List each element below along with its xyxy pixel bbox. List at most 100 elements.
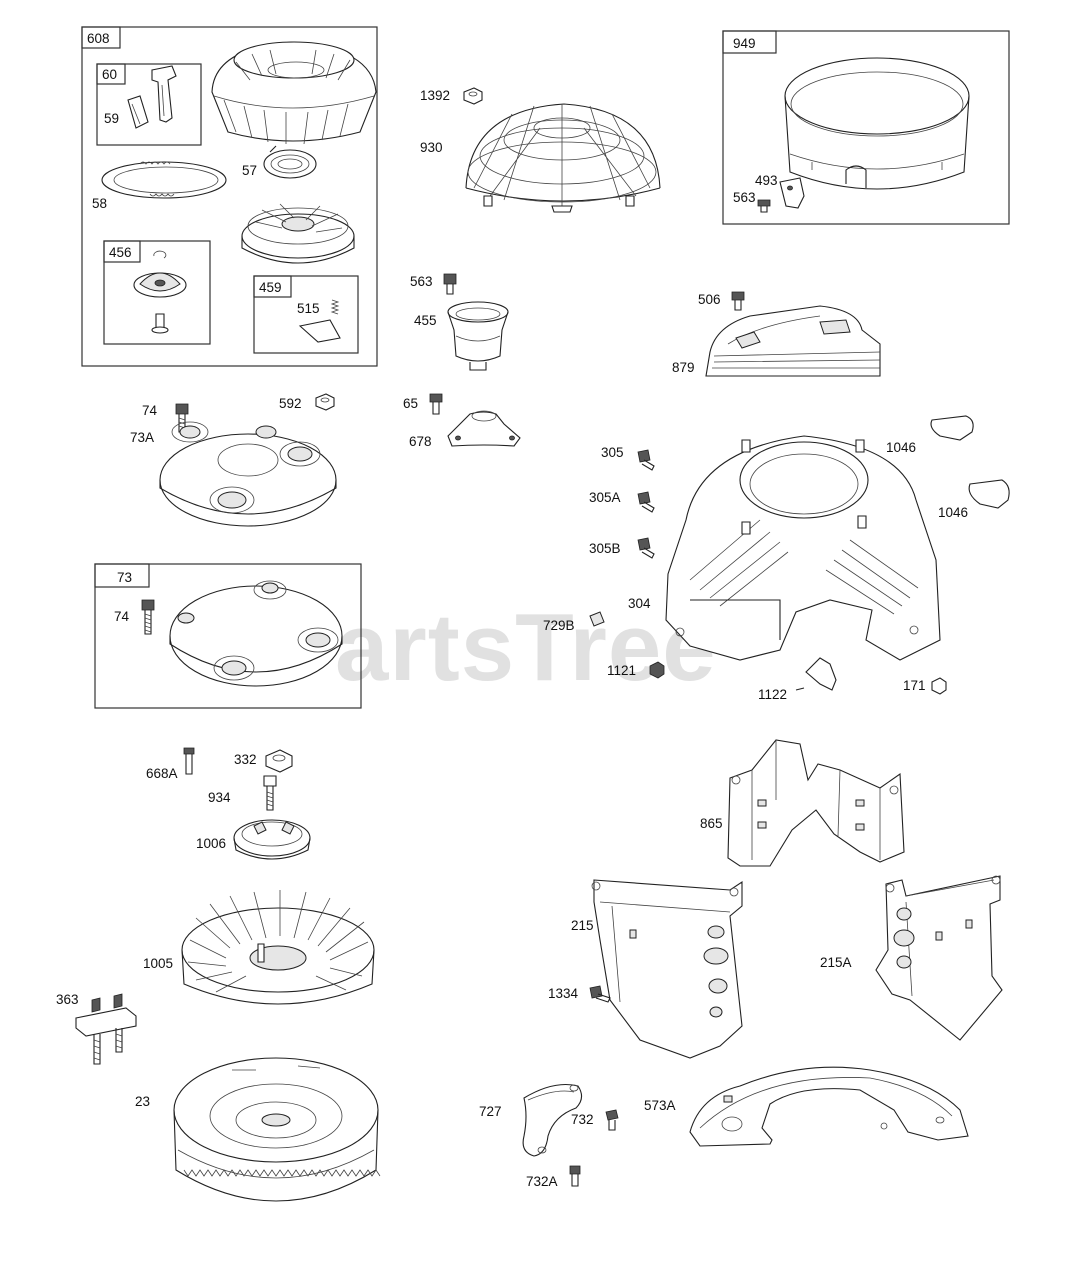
- part-debris-screen-930[interactable]: [465, 103, 661, 213]
- part-screw-305A[interactable]: [637, 491, 655, 513]
- part-baffle-865[interactable]: [727, 739, 905, 867]
- part-flywheel-23[interactable]: [173, 1057, 381, 1202]
- part-baffle-573A[interactable]: [689, 1066, 969, 1147]
- part-screw-305[interactable]: [637, 449, 655, 471]
- part-dog-retainer[interactable]: [133, 250, 187, 334]
- kit-box-949: 949: [722, 30, 1010, 225]
- part-nut-332[interactable]: [265, 749, 293, 773]
- label-171: 171: [903, 678, 926, 693]
- part-screw-305B[interactable]: [637, 537, 655, 559]
- part-screw-732A[interactable]: [569, 1165, 581, 1187]
- box-label-949: 949: [733, 36, 756, 51]
- part-screw-563-b[interactable]: [757, 199, 771, 213]
- label-729B: 729B: [543, 618, 575, 633]
- part-clip-729B[interactable]: [589, 611, 605, 627]
- label-74-top: 74: [142, 403, 158, 418]
- part-screw-74-top[interactable]: [175, 403, 189, 433]
- label-678: 678: [409, 434, 432, 449]
- part-nut-592[interactable]: [315, 393, 335, 411]
- label-1006: 1006: [196, 836, 226, 851]
- part-bracket-678[interactable]: [447, 410, 521, 447]
- part-screw-65[interactable]: [429, 393, 443, 415]
- part-screw-74-box[interactable]: [141, 599, 155, 635]
- part-screw-732[interactable]: [605, 1109, 619, 1131]
- label-934: 934: [208, 790, 231, 805]
- label-57: 57: [242, 163, 257, 178]
- kit-box-73: 73: [94, 563, 362, 709]
- part-air-cleaner-cover[interactable]: [784, 57, 970, 190]
- part-screw-506[interactable]: [731, 291, 745, 311]
- box-label-73: 73: [117, 570, 132, 585]
- part-bolt-934[interactable]: [263, 775, 277, 811]
- part-starter-handle[interactable]: [151, 65, 177, 123]
- label-65: 65: [403, 396, 418, 411]
- part-baffle-215[interactable]: [591, 879, 743, 1059]
- part-screw-563[interactable]: [443, 273, 457, 295]
- part-starter-pulley[interactable]: [241, 203, 355, 264]
- label-930: 930: [420, 140, 443, 155]
- label-455: 455: [414, 313, 437, 328]
- label-1005: 1005: [143, 956, 173, 971]
- part-baffle-215A[interactable]: [875, 875, 1003, 1041]
- kit-box-608: 608: [81, 26, 378, 367]
- label-1392: 1392: [420, 88, 450, 103]
- part-nut-171[interactable]: [931, 677, 947, 695]
- kit-box-459: 459: [253, 275, 359, 354]
- part-seal-1046-b[interactable]: [968, 479, 1010, 509]
- label-1122: 1122: [758, 687, 787, 702]
- label-59: 59: [104, 111, 119, 126]
- part-screw-668A[interactable]: [183, 747, 195, 775]
- part-bracket-493[interactable]: [779, 177, 805, 209]
- label-1046-b: 1046: [938, 505, 968, 520]
- part-flywheel-cover-73A[interactable]: [159, 421, 337, 527]
- label-668A: 668A: [146, 766, 178, 781]
- part-starter-housing[interactable]: [211, 41, 377, 145]
- kit-box-456: 456: [103, 240, 211, 345]
- label-332: 332: [234, 752, 257, 767]
- label-215A: 215A: [820, 955, 852, 970]
- label-506: 506: [698, 292, 721, 307]
- part-flywheel-cover-73[interactable]: [169, 580, 343, 687]
- part-nut-1392[interactable]: [463, 87, 483, 105]
- label-305A: 305A: [589, 490, 621, 505]
- part-bracket-1122[interactable]: [795, 657, 837, 691]
- label-563-b: 563: [733, 190, 756, 205]
- part-blower-housing-304[interactable]: [665, 435, 941, 661]
- label-73A: 73A: [130, 430, 154, 445]
- label-563-top: 563: [410, 274, 433, 289]
- label-305: 305: [601, 445, 624, 460]
- label-363: 363: [56, 992, 79, 1007]
- part-fan-retainer-1006[interactable]: [233, 819, 311, 860]
- part-dog-spring[interactable]: [298, 299, 341, 343]
- label-732: 732: [571, 1112, 594, 1127]
- label-879: 879: [672, 360, 695, 375]
- label-305B: 305B: [589, 541, 621, 556]
- part-fan-retainer-455[interactable]: [447, 301, 509, 371]
- label-58: 58: [92, 196, 107, 211]
- part-seal-1046-a[interactable]: [930, 415, 974, 441]
- box-label-456: 456: [109, 245, 132, 260]
- label-727: 727: [479, 1104, 502, 1119]
- kit-box-60: 60: [96, 63, 202, 146]
- box-label-60: 60: [102, 67, 117, 82]
- part-nut-1121[interactable]: [649, 661, 665, 679]
- part-clamp-727[interactable]: [522, 1083, 583, 1157]
- label-732A: 732A: [526, 1174, 558, 1189]
- part-screw-1334[interactable]: [589, 985, 611, 1003]
- label-493: 493: [755, 173, 778, 188]
- label-304: 304: [628, 596, 651, 611]
- label-515: 515: [297, 301, 320, 316]
- label-1046-a: 1046: [886, 440, 916, 455]
- part-fan-1005[interactable]: [181, 890, 375, 1005]
- part-clamp-363[interactable]: [75, 993, 137, 1065]
- label-23: 23: [135, 1094, 150, 1109]
- label-1121: 1121: [607, 663, 636, 678]
- label-592: 592: [279, 396, 302, 411]
- part-cylinder-cover-879[interactable]: [705, 305, 881, 377]
- label-1334: 1334: [548, 986, 579, 1001]
- part-handle-insert[interactable]: [127, 95, 149, 129]
- part-rewind-spring-57[interactable]: [263, 145, 317, 179]
- part-starter-spring-58[interactable]: [101, 161, 227, 199]
